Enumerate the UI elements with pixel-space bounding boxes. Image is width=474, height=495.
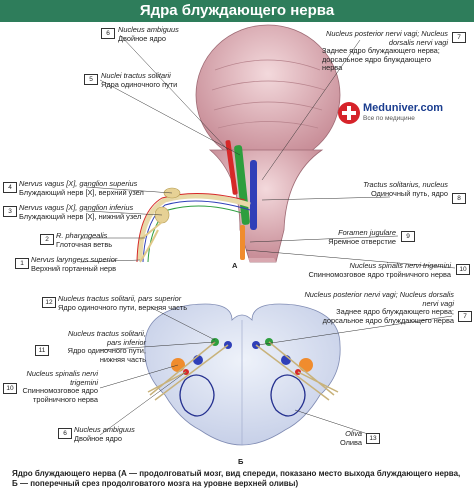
brainstem-ridges xyxy=(211,59,326,129)
label-spinal-trigeminal-b: Nucleus spinalis nervi trigemini Спинном… xyxy=(22,369,98,404)
watermark-tagline: Все по медицине xyxy=(363,115,415,122)
label-nucleus-dorsalis-a: Nucleus posterior nervi vagi; Nucleus do… xyxy=(322,29,448,73)
label-pars-superior: Nucleus tractus solitarii, pars superior… xyxy=(58,294,188,312)
label-number: 3 xyxy=(3,206,17,217)
vagus-fibers xyxy=(137,193,251,261)
pons xyxy=(195,24,341,166)
label-nervus-laryngeus-superior: Nervus laryngeus superior Верхний гортан… xyxy=(31,255,118,273)
label-nucleus-dorsalis-b: Nucleus posterior nervi vagi; Nucleus do… xyxy=(304,290,454,325)
label-number: 5 xyxy=(84,74,98,85)
nucleus-dorsalis-blue xyxy=(250,160,257,230)
nucleus-ambiguus-red xyxy=(225,140,238,195)
label-r-pharyngealis: R. pharyngealis Глоточная ветвь xyxy=(56,231,113,249)
label-pars-inferior: Nucleus tractus solitarii, pars inferior… xyxy=(67,329,146,364)
label-number: 7 xyxy=(452,32,466,43)
vagus-fiber-red xyxy=(136,193,246,263)
pharyngeal-branch xyxy=(139,221,163,241)
label-number: 10 xyxy=(456,264,470,275)
laryngeal-branch xyxy=(139,229,159,263)
leader-lines-b xyxy=(99,306,453,439)
label-spinal-trigeminal-a: Nucleus spinalis nervi trigemini Спинном… xyxy=(308,261,451,279)
label-tractus-solitarius: Tractus solitarius, nucleus Одиночный пу… xyxy=(363,180,448,198)
spinal-trigeminal-orange xyxy=(240,225,245,260)
label-number: 9 xyxy=(401,231,415,242)
label-number: 7 xyxy=(458,311,472,322)
cross-section-figure xyxy=(144,303,341,446)
section-fibers-left xyxy=(147,341,229,401)
page-title: Ядра блуждающего нерва xyxy=(139,2,335,19)
label-number: 10 xyxy=(3,383,17,394)
spinal-trigeminal-right xyxy=(299,358,313,372)
watermark-brand: Meduniver.com xyxy=(363,102,444,114)
label-nucleus-ambiguus-a: Nucleus ambiguus Двойное ядро xyxy=(118,25,179,43)
label-oliva: Oliva Олива xyxy=(339,429,362,447)
olive-left xyxy=(179,374,215,417)
caption-line-1: Ядро блуждающего нерва (А — продолговаты… xyxy=(12,469,461,478)
label-number: 13 xyxy=(366,433,380,444)
section-label-b: Б xyxy=(238,457,244,466)
vagus-fiber-blue xyxy=(142,200,251,263)
medulla xyxy=(208,149,324,263)
label-number: 4 xyxy=(3,182,17,193)
spinal-cord xyxy=(248,258,276,262)
watermark: Meduniver.com Все по медицине xyxy=(338,102,448,128)
brainstem-figure xyxy=(136,24,341,263)
vagus-fiber-green xyxy=(147,205,249,263)
label-number: 1 xyxy=(15,258,29,269)
label-ganglion-superius: Nervus vagus [X], ganglion superius Блуж… xyxy=(19,179,144,197)
label-number: 6 xyxy=(58,428,72,439)
meduniver-logo-icon xyxy=(338,102,360,124)
label-number: 12 xyxy=(42,297,56,308)
label-nucleus-ambiguus-b: Nucleus ambiguus Двойное ядро xyxy=(74,425,135,443)
section-label-a: А xyxy=(232,261,238,270)
label-number: 6 xyxy=(101,28,115,39)
olive-right xyxy=(270,374,306,417)
figure-caption: Ядро блуждающего нерва (А — продолговаты… xyxy=(12,469,472,489)
title-bar: Ядра блуждающего нерва xyxy=(0,0,474,22)
section-fibers-right xyxy=(255,341,339,401)
label-ganglion-inferius: Nervus vagus [X], ganglion inferius Блуж… xyxy=(19,203,142,221)
label-number: 2 xyxy=(40,234,54,245)
label-number: 11 xyxy=(35,345,49,356)
leader-lines-a xyxy=(79,34,456,269)
label-nuclei-tractus-solitarii: Nuclei tractus solitarii Ядра одиночного… xyxy=(101,71,178,89)
caption-line-2: Б — поперечный срез продолговатого мозга… xyxy=(12,479,299,488)
label-foramen-jugulare: Foramen jugulare Яремное отверстие xyxy=(328,228,396,246)
label-number: 8 xyxy=(452,193,466,204)
